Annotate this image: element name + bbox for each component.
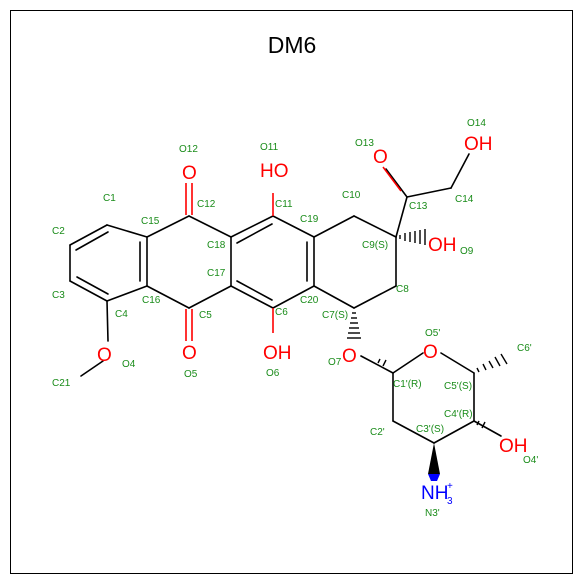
bond-o4-c21 xyxy=(80,360,104,377)
atom-label: C5'(S) xyxy=(444,381,472,392)
atom-label: C19 xyxy=(300,214,319,225)
bond-c19-c10 xyxy=(313,215,355,238)
bond-c13-o13-b xyxy=(382,166,402,192)
o14-atom: OH xyxy=(464,134,493,155)
bond-c4-c16 xyxy=(106,285,148,302)
diagram-frame: DM6 xyxy=(10,10,573,574)
atom-label: O13 xyxy=(355,138,374,149)
bond-c15-c12 xyxy=(146,215,190,238)
atom-label: C15 xyxy=(141,216,160,227)
atom-label: C7(S) xyxy=(322,310,348,321)
diagram-title: DM6 xyxy=(268,32,317,58)
atom-label: O11 xyxy=(260,142,279,153)
atom-label: C8 xyxy=(396,284,409,295)
atom-label: C2 xyxy=(52,226,65,237)
bond-c5p-c6p-hashed xyxy=(476,353,508,373)
heteroatoms: O O HO OH O OH OH O O O OH NH 3 + xyxy=(97,134,528,507)
bond-c5-c16 xyxy=(146,285,190,309)
o13-atom: O xyxy=(373,147,388,168)
molecule-diagram: DM6 xyxy=(52,32,538,519)
atom-label: O12 xyxy=(179,144,198,155)
atom-label: C3'(S) xyxy=(416,424,444,435)
atom-label: N3' xyxy=(425,508,440,519)
o11-atom: HO xyxy=(260,161,289,182)
bond-c18-c11 xyxy=(230,215,274,238)
atom-label: C12 xyxy=(197,199,216,210)
atom-label: O4' xyxy=(523,455,538,466)
atom-label: C11 xyxy=(275,199,293,210)
bond-c17-c5 xyxy=(188,285,232,309)
atom-label: C4'(R) xyxy=(444,409,473,420)
atom-label: O14 xyxy=(467,118,486,129)
atom-label: O5 xyxy=(184,369,198,380)
n3p-charge: + xyxy=(447,481,453,492)
n3p-subscript: 3 xyxy=(447,496,453,507)
bond-c13-o13 xyxy=(385,168,408,198)
atom-label: O5' xyxy=(425,328,440,339)
bond-c18-c11-inner xyxy=(236,223,273,244)
atom-label: C9(S) xyxy=(362,240,388,251)
o5p-atom: O xyxy=(423,342,438,363)
bond-c1-c2-inner xyxy=(75,231,109,251)
bond-c9-o9-hashed xyxy=(399,229,426,245)
o9-atom: OH xyxy=(428,235,457,256)
o5-atom: O xyxy=(182,343,197,364)
atom-label: C13 xyxy=(409,201,428,212)
atom-label: C17 xyxy=(207,268,226,279)
bond-c1p-hashed xyxy=(377,358,387,367)
bond-c3p-c2p xyxy=(392,420,435,444)
o4-atom: O xyxy=(97,345,112,366)
atom-label: C1'(R) xyxy=(393,379,422,390)
atom-label: C21 xyxy=(52,378,71,389)
bond-o7-c1p xyxy=(360,355,394,374)
bond-c14-o14 xyxy=(450,153,470,189)
bond-c11-c19 xyxy=(272,215,315,238)
bond-c10-c9 xyxy=(353,215,397,238)
bonds xyxy=(69,153,508,481)
bond-c20-c6 xyxy=(272,285,315,309)
bond-c4p-hashed xyxy=(476,420,486,429)
atom-label: C16 xyxy=(142,295,161,306)
atom-label: C14 xyxy=(455,194,474,205)
bond-c8-c7 xyxy=(353,285,397,309)
atom-label: C1 xyxy=(103,193,116,204)
atom-label: O9 xyxy=(460,246,474,257)
bond-c1-c2 xyxy=(69,224,108,246)
bond-c3p-n3p-wedge xyxy=(428,443,440,474)
bond-c6-c17 xyxy=(230,285,274,309)
bond-c9-c13 xyxy=(395,196,408,238)
bond-c3-c4 xyxy=(69,280,108,302)
o12-atom: O xyxy=(182,163,197,184)
n3p-atom: NH xyxy=(421,483,448,504)
o6-atom: OH xyxy=(263,343,292,364)
bond-c7-o7-hashed xyxy=(347,312,361,339)
atom-label: C3 xyxy=(52,290,65,301)
bond-c7-c20 xyxy=(313,285,355,309)
bond-c1p-o5p xyxy=(392,352,424,374)
bond-c1-c15 xyxy=(106,224,148,238)
bond-o5p-c5p xyxy=(440,352,475,374)
atom-label: C2' xyxy=(370,427,385,438)
bond-c4p-c3p xyxy=(433,420,475,444)
bond-c6-c17-inner xyxy=(236,280,273,301)
bond-c12-c18 xyxy=(188,215,232,238)
atom-label: C10 xyxy=(342,190,361,201)
o7-atom: O xyxy=(342,346,357,367)
atom-label: O7 xyxy=(328,357,342,368)
bond-c3p-n3p-wedge-tip xyxy=(428,474,440,481)
atom-label: C4 xyxy=(115,309,128,320)
atom-label: O4 xyxy=(122,359,136,370)
o4p-atom: OH xyxy=(499,436,528,457)
bond-c3-c4-inner xyxy=(76,276,109,295)
bond-c4-o4 xyxy=(106,300,109,342)
bond-c13-c14 xyxy=(406,187,452,198)
atom-label: C20 xyxy=(300,295,319,306)
atom-label: C5 xyxy=(199,310,212,321)
atom-labels: C1 C2 C3 C4 C5 C6 C7(S) C8 C9(S) C10 C11… xyxy=(52,118,538,519)
atom-label: C6 xyxy=(275,307,288,318)
atom-label: C18 xyxy=(207,240,226,251)
atom-label: C6' xyxy=(517,343,532,354)
atom-label: O6 xyxy=(266,368,280,379)
